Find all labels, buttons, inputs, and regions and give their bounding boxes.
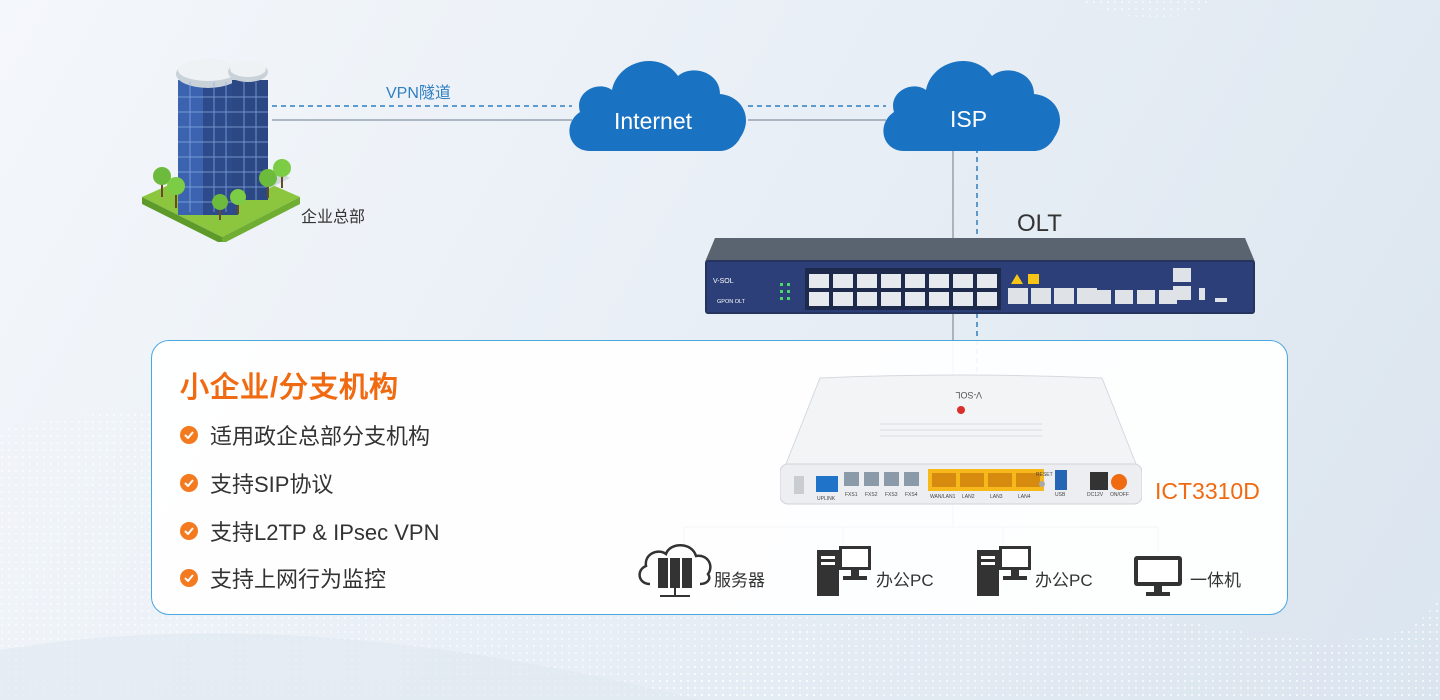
headquarters-building-icon [142, 59, 300, 242]
feature-text: 支持SIP协议 [210, 472, 334, 497]
device-label: 一体机 [1190, 571, 1241, 590]
feature-text: 支持上网行为监控 [210, 567, 387, 592]
feature-text: 支持L2TP & IPsec VPN [210, 520, 440, 545]
svg-text:ON/OFF: ON/OFF [1110, 492, 1129, 498]
feature-item: 支持L2TP & IPsec VPN [180, 518, 440, 545]
svg-text:FXS1: FXS1 [845, 492, 858, 498]
isp-cloud-icon [883, 61, 1061, 151]
olt-model-text: GPON OLT [717, 299, 746, 305]
svg-text:FXS4: FXS4 [905, 492, 918, 498]
svg-text:WAN/LAN1: WAN/LAN1 [930, 494, 956, 500]
pc-tower-icon [977, 546, 1031, 596]
svg-text:LAN2: LAN2 [962, 494, 975, 500]
svg-text:UPLINK: UPLINK [817, 496, 836, 502]
feature-item: 适用政企总部分支机构 [180, 422, 431, 449]
check-icon [180, 522, 198, 540]
internet-cloud-icon [569, 61, 747, 151]
ont-router-device: V-SOL UPLINK FXS1 FXS2 FXS3 FXS4 WAN/LAN1 LA… [780, 374, 1142, 505]
olt-brand-text: V-SOL [713, 278, 734, 285]
device-label: 办公PC [1035, 571, 1093, 590]
svg-text:USB: USB [1055, 492, 1066, 498]
svg-text:LAN4: LAN4 [1018, 494, 1031, 500]
svg-text:LAN3: LAN3 [990, 494, 1003, 500]
pc-tower-icon [817, 546, 871, 596]
feature-text: 适用政企总部分支机构 [210, 424, 431, 449]
check-icon [180, 569, 198, 587]
feature-item: 支持SIP协议 [180, 470, 334, 497]
panel-title: 小企业/分支机构 [180, 372, 400, 404]
monitor-icon [1134, 556, 1182, 596]
device-label: 办公PC [876, 571, 934, 590]
svg-text:FXS3: FXS3 [885, 492, 898, 498]
device-label: 服务器 [714, 571, 765, 590]
internet-cloud-label: Internet [614, 108, 692, 134]
svg-text:DC12V: DC12V [1087, 492, 1104, 498]
olt-label: OLT [1017, 210, 1062, 237]
isp-cloud-label: ISP [950, 106, 988, 132]
svg-text:RESET: RESET [1036, 472, 1053, 478]
check-icon [180, 426, 198, 444]
headquarters-label: 企业总部 [301, 209, 366, 226]
ont-model-label: ICT3310D [1155, 478, 1260, 504]
server-cloud-icon [638, 544, 712, 597]
vpn-tunnel-label: VPN隧道 [386, 85, 451, 102]
check-icon [180, 474, 198, 492]
olt-device: V-SOL GPON OLT [705, 238, 1255, 314]
svg-text:FXS2: FXS2 [865, 492, 878, 498]
feature-item: 支持上网行为监控 [180, 565, 387, 592]
ont-brand-text: V-SOL [955, 390, 982, 400]
